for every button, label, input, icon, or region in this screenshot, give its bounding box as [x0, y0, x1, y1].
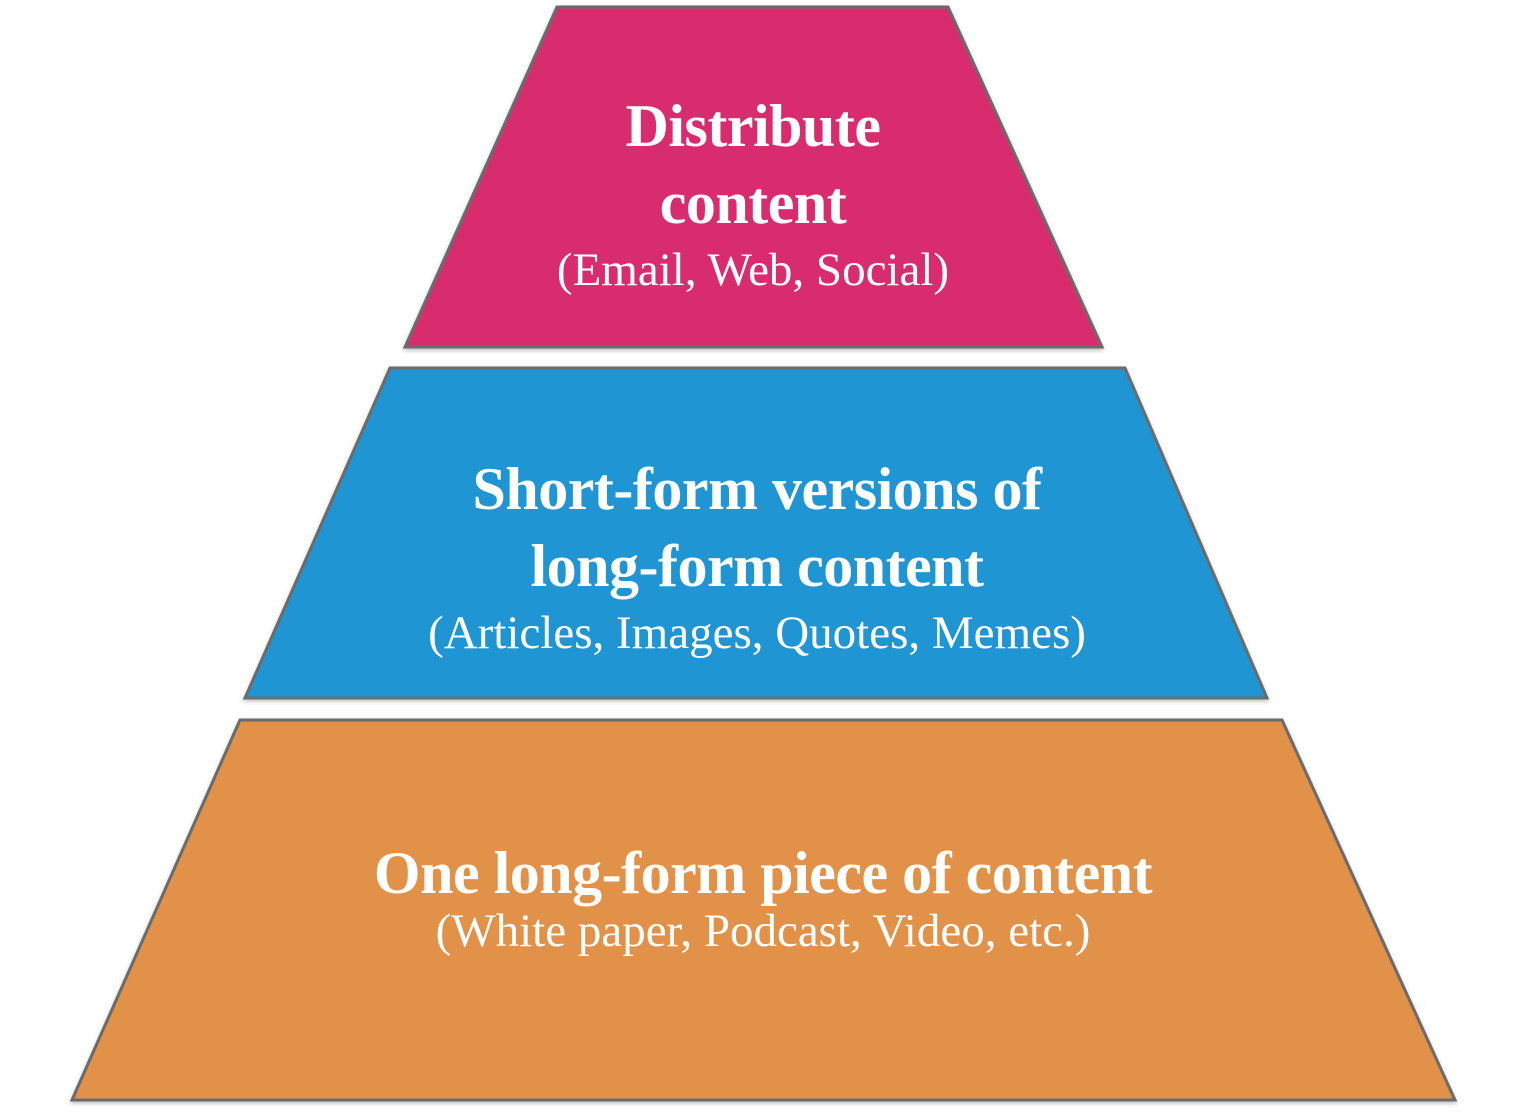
tier-bottom-title: One long-form piece of content	[373, 840, 1153, 906]
tier-top-subtitle: (Email, Web, Social)	[556, 244, 950, 296]
tier-middle-subtitle: (Articles, Images, Quotes, Memes)	[428, 607, 1086, 659]
tier-middle-title: Short-form versions of long-form content	[472, 456, 1042, 599]
tier-bottom-trapezoid	[69, 718, 1458, 1102]
tier-top-trapezoid	[402, 5, 1105, 349]
tier-middle-trapezoid	[242, 366, 1270, 700]
tier-bottom-subtitle: (White paper, Podcast, Video, etc.)	[435, 905, 1091, 957]
tier-top-title: Distribute content	[625, 93, 881, 236]
